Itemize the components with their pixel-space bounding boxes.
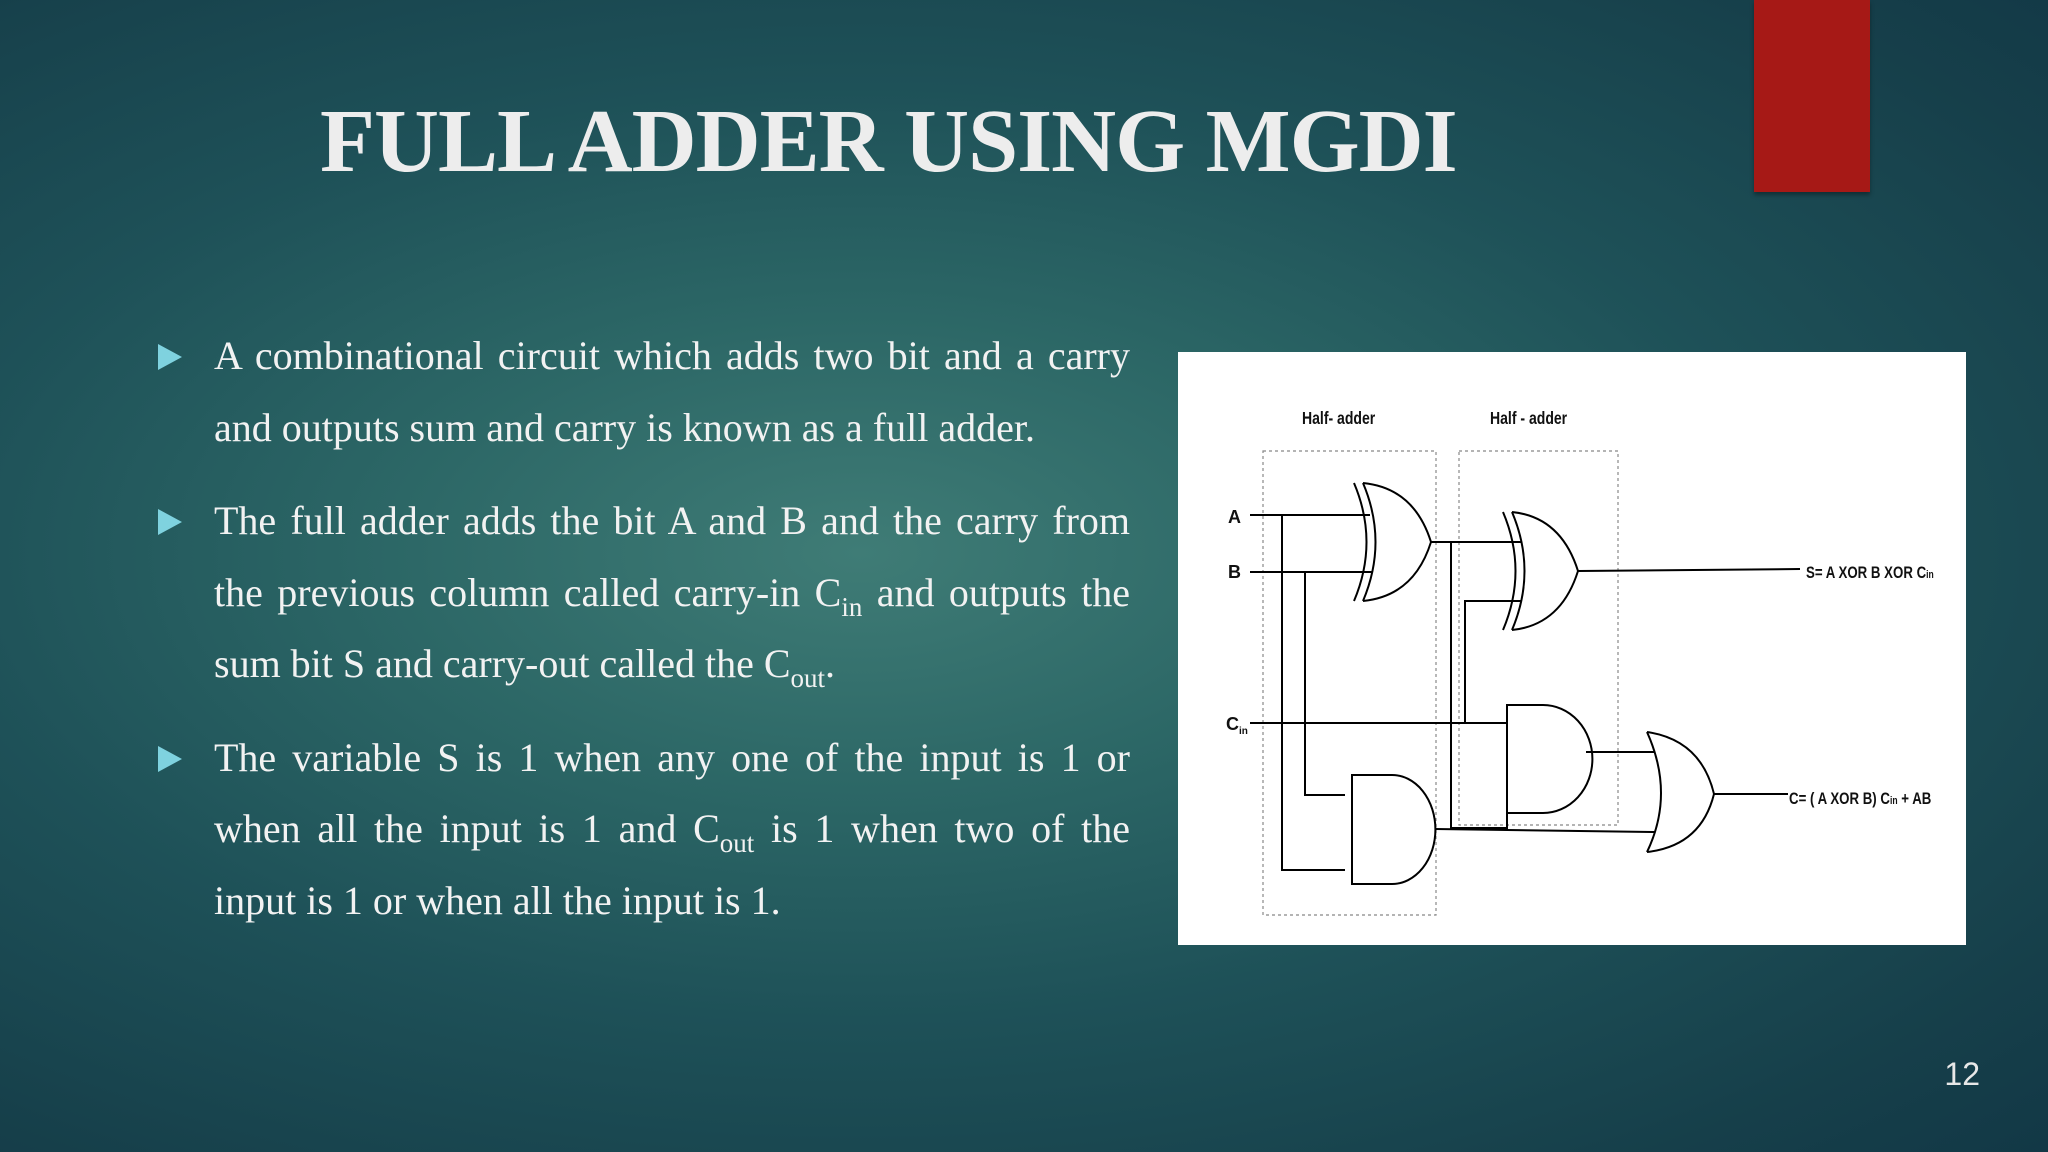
wire-sum — [1577, 568, 1801, 572]
input-a-label: A — [1228, 507, 1241, 527]
bullet-item: A combinational circuit which adds two b… — [155, 320, 1130, 463]
wire-a-branch — [1281, 515, 1345, 871]
and-gate-1 — [1351, 774, 1437, 885]
half-adder-box-2 — [1458, 450, 1619, 826]
wire-xor1-branch — [1450, 542, 1508, 829]
bullet-item: The variable S is 1 when any one of the … — [155, 722, 1130, 937]
full-adder-circuit-diagram: Half- adder Half - adder A B Cin S= A XO… — [1178, 352, 1966, 945]
play-triangle-icon — [158, 509, 182, 535]
and-gate-2 — [1506, 704, 1594, 814]
sum-output-label: S= A XOR B XOR Cin — [1806, 564, 1934, 583]
bullet-text: A combinational circuit which adds two b… — [214, 333, 1130, 450]
wire-and1-out — [1434, 828, 1656, 833]
bullet-text: The variable S is 1 when any one of the … — [214, 734, 1130, 923]
xor-gate-1 — [1353, 482, 1433, 602]
carry-output-label: C= ( A XOR B) Cin + AB — [1789, 790, 1931, 809]
half-adder-label-1: Half- adder — [1302, 408, 1376, 428]
bullet-list: A combinational circuit which adds two b… — [155, 320, 1130, 958]
input-cin-label: Cin — [1226, 714, 1248, 737]
wire-b-branch — [1304, 572, 1345, 796]
input-b-label: B — [1228, 562, 1241, 582]
wire-cin-branch — [1464, 600, 1521, 723]
bullet-text: The full adder adds the bit A and B and … — [214, 498, 1130, 693]
page-number: 12 — [1944, 1056, 1980, 1092]
or-gate — [1646, 731, 1716, 853]
bullet-item: The full adder adds the bit A and B and … — [155, 485, 1130, 700]
half-adder-label-2: Half - adder — [1490, 408, 1568, 428]
play-triangle-icon — [158, 344, 182, 370]
play-triangle-icon — [158, 745, 182, 772]
slide-title: FULL ADDER USING MGDI — [320, 92, 1458, 191]
accent-tab — [1754, 0, 1870, 192]
xor-gate-2 — [1502, 511, 1580, 631]
half-adder-box-1 — [1262, 450, 1437, 916]
